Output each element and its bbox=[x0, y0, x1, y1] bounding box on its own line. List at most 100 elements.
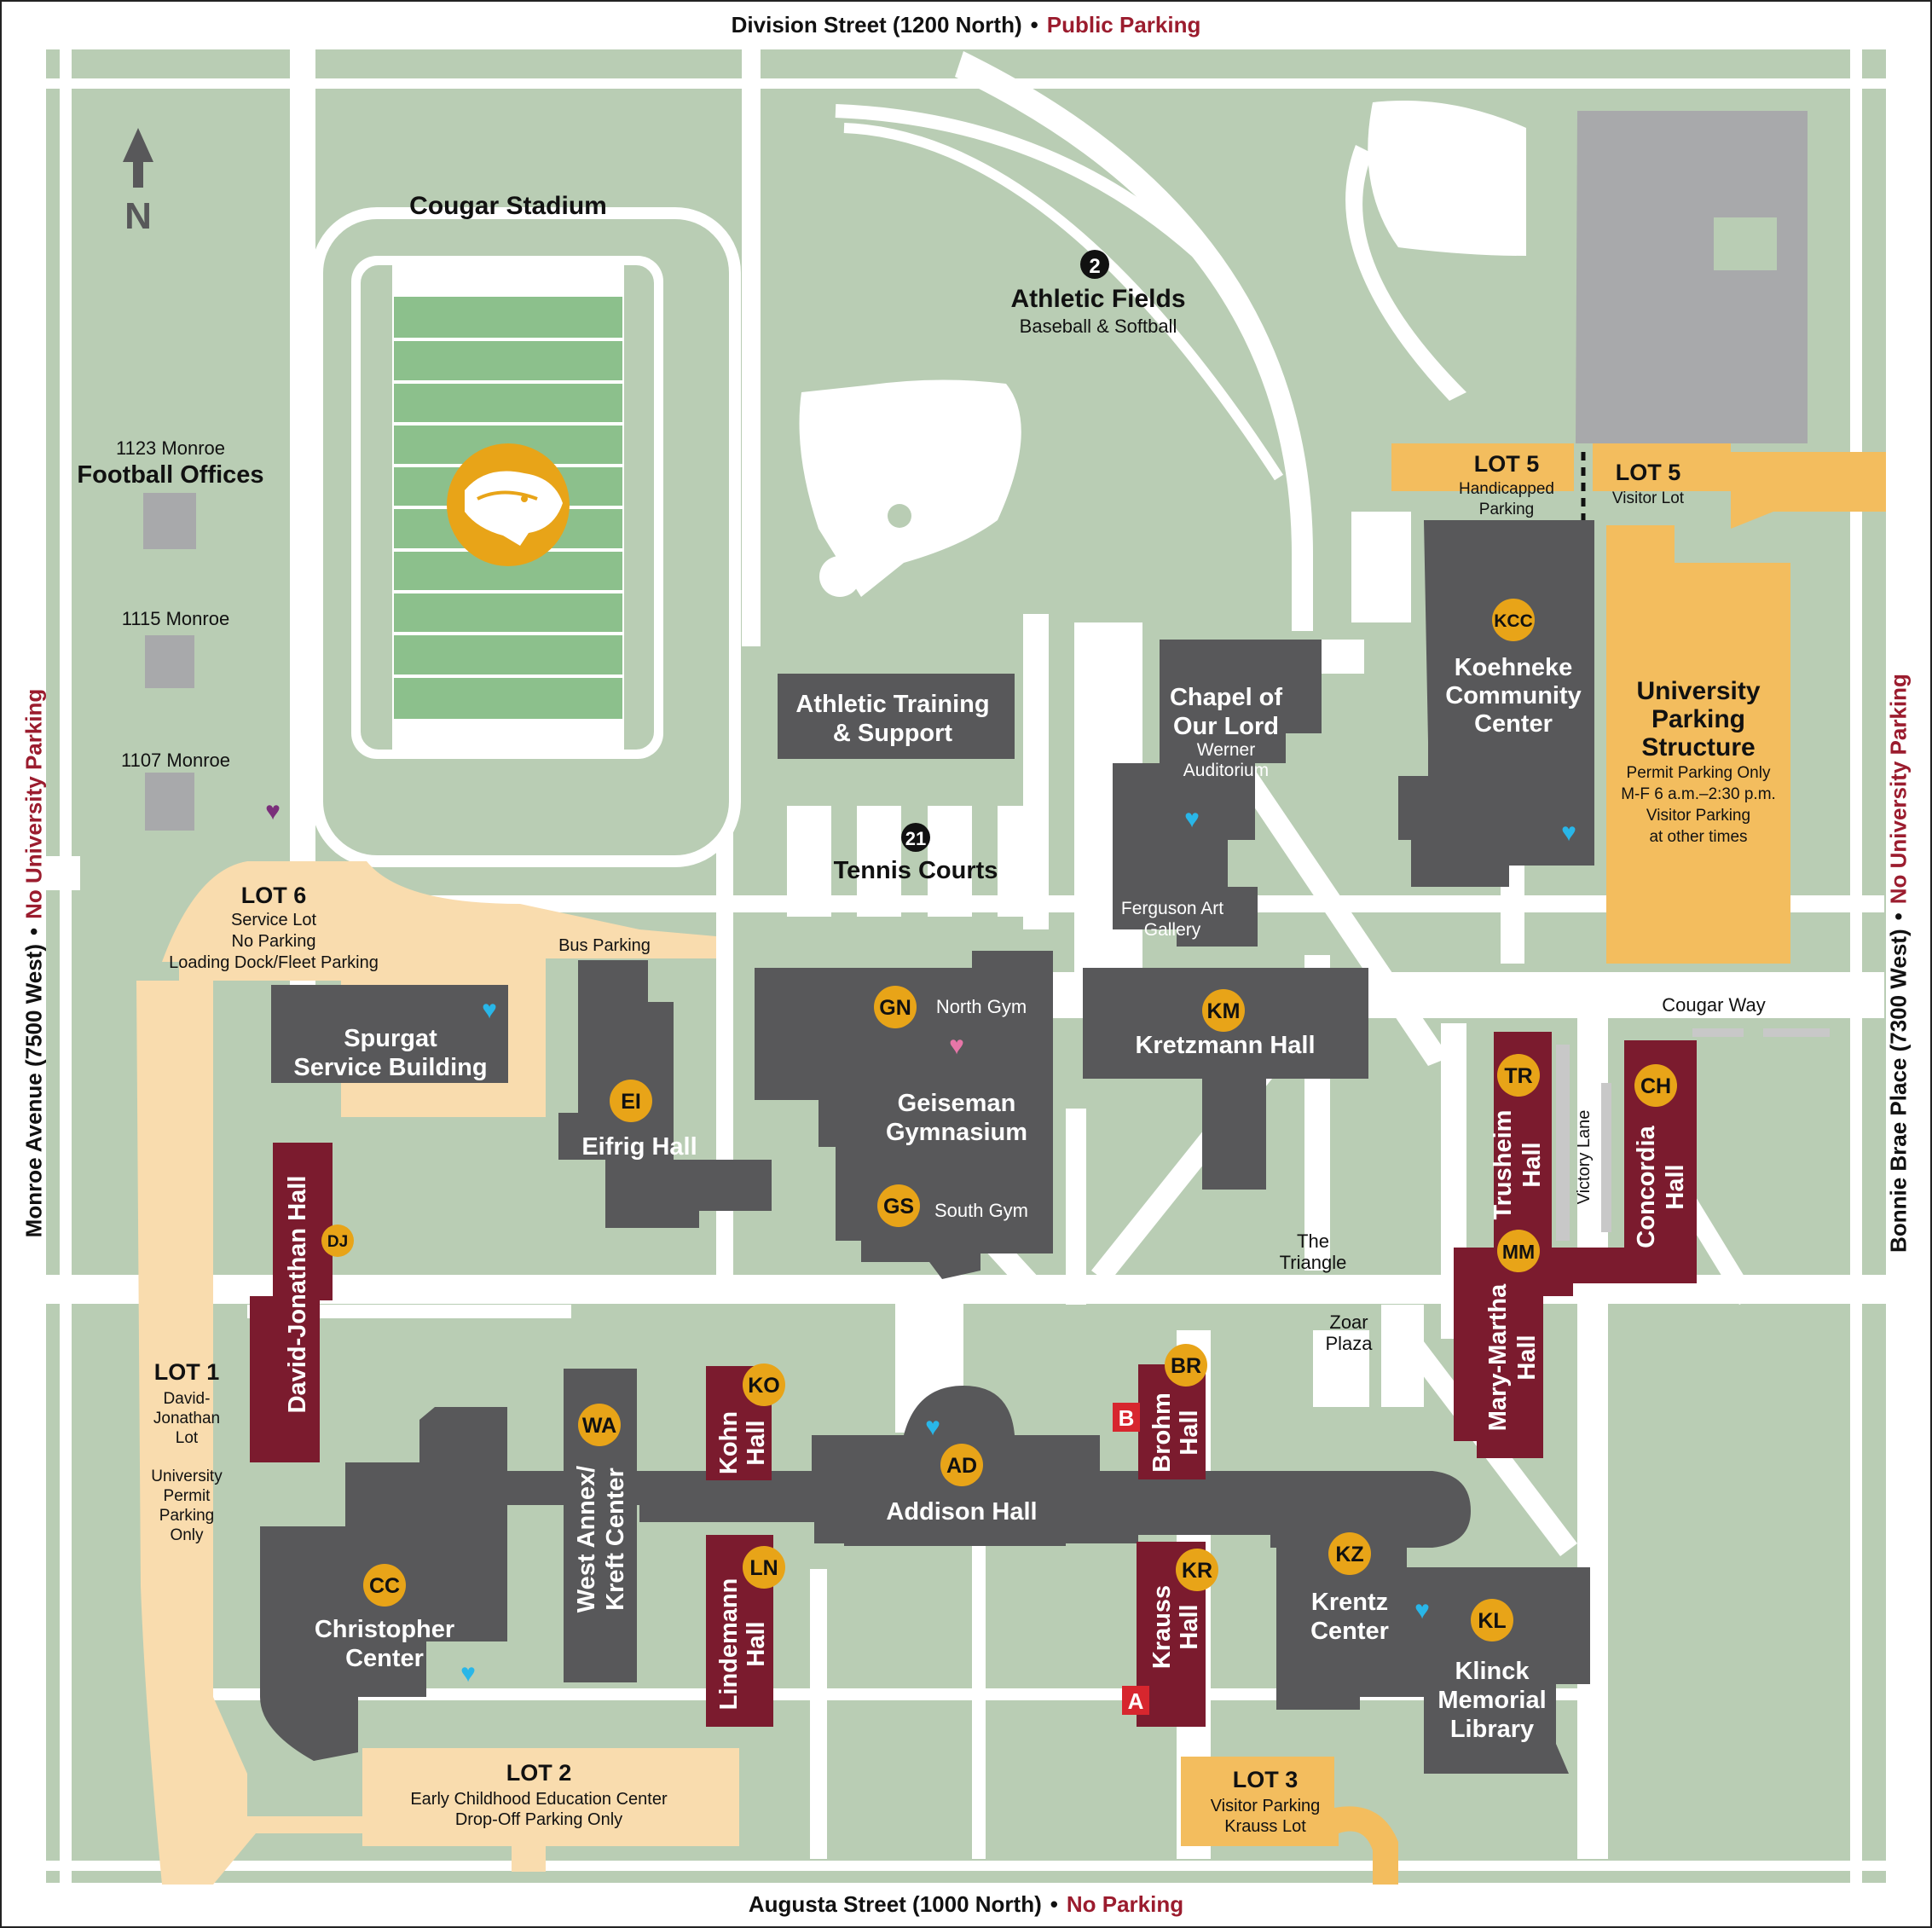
krentz-label-1: Krentz bbox=[1311, 1589, 1388, 1616]
entrance-markers: B A bbox=[1113, 1403, 1149, 1715]
lot2-title: LOT 2 bbox=[506, 1760, 572, 1786]
svg-text:AD: AD bbox=[946, 1454, 977, 1478]
lot-1 bbox=[136, 981, 546, 1885]
ups-line-3: Visitor Parking bbox=[1646, 807, 1750, 825]
ups-line-1: Permit Parking Only bbox=[1627, 764, 1771, 782]
chapel-label-3: Werner bbox=[1197, 740, 1255, 760]
labels-dark: Cougar Stadium Athletic Fields Baseball … bbox=[77, 192, 1775, 1836]
ups-title-1: University bbox=[1636, 677, 1760, 705]
north-gym-label: North Gym bbox=[936, 996, 1027, 1017]
triangle-label-1: The bbox=[1297, 1230, 1329, 1252]
svg-text:♥: ♥ bbox=[1184, 805, 1200, 833]
cougar-way-label: Cougar Way bbox=[1662, 994, 1765, 1016]
lot1-line6: Parking bbox=[159, 1507, 214, 1525]
svg-text:♥: ♥ bbox=[949, 1032, 964, 1060]
svg-text:♥: ♥ bbox=[1414, 1596, 1430, 1624]
parking-garage-north bbox=[1576, 111, 1808, 443]
street-east-name: Bonnie Brae Place (7300 West) bbox=[1885, 929, 1912, 1253]
svg-text:A: A bbox=[1128, 1688, 1144, 1714]
krauss-label-2: Hall bbox=[1176, 1604, 1203, 1649]
street-west: Monroe Avenue (7500 West)•No University … bbox=[21, 367, 48, 1560]
tennis-courts bbox=[787, 806, 1042, 917]
lot3-title: LOT 3 bbox=[1233, 1767, 1299, 1792]
krentz-label-2: Center bbox=[1310, 1618, 1389, 1645]
cougar-stadium bbox=[311, 207, 741, 867]
victory-lane-label: Victory Lane bbox=[1575, 1110, 1594, 1205]
street-north: Division Street (1200 North)•Public Park… bbox=[0, 12, 1932, 38]
monroe-houses bbox=[143, 493, 196, 831]
koehneke-label-2: Community bbox=[1445, 682, 1582, 709]
svg-text:TR: TR bbox=[1504, 1064, 1532, 1088]
geiseman-building bbox=[755, 951, 1053, 1279]
chapel-label-4: Auditorium bbox=[1183, 761, 1269, 780]
academic-buildings bbox=[260, 520, 1594, 1774]
street-south: Augusta Street (1000 North)•No Parking bbox=[0, 1891, 1932, 1918]
david-jonathan-label: David-Jonathan Hall bbox=[284, 1176, 311, 1414]
svg-text:MM: MM bbox=[1502, 1241, 1535, 1263]
building-code-badges: KCC GN GS KM EI DJ WA CC KO LN AD BR KR … bbox=[321, 599, 1677, 1641]
heart-icon: ♥ ♥ ♥ ♥ ♥ ♥ ♥ ♥ bbox=[265, 797, 1576, 1688]
mary-martha-label-1: Mary-Martha bbox=[1484, 1283, 1512, 1431]
lot6-line2: No Parking bbox=[232, 932, 316, 951]
ups-title-3: Structure bbox=[1641, 733, 1755, 761]
athletic-fields-sub: Baseball & Softball bbox=[1020, 316, 1177, 337]
ferguson-label-1: Ferguson Art bbox=[1121, 899, 1223, 918]
west-annex-label-1: West Annex/ bbox=[573, 1466, 600, 1612]
street-south-parking: No Parking bbox=[1066, 1891, 1184, 1917]
svg-text:2: 2 bbox=[1089, 255, 1100, 278]
triangle-label-2: Triangle bbox=[1280, 1252, 1347, 1273]
trusheim-label-1: Trusheim bbox=[1489, 1110, 1517, 1220]
trusheim-label-2: Hall bbox=[1518, 1142, 1546, 1187]
svg-text:DJ: DJ bbox=[327, 1233, 348, 1251]
athletic-fields-label: Athletic Fields bbox=[1010, 285, 1185, 313]
chapel-label-2: Our Lord bbox=[1173, 713, 1279, 740]
lot1-line5: Permit bbox=[164, 1487, 211, 1505]
street-south-name: Augusta Street (1000 North) bbox=[748, 1891, 1042, 1917]
svg-text:CH: CH bbox=[1640, 1074, 1671, 1098]
lot1-line3: Lot bbox=[176, 1429, 199, 1447]
krauss-label-1: Krauss bbox=[1148, 1585, 1176, 1669]
mary-martha-building bbox=[1454, 1248, 1624, 1458]
lot5a-line1: Handicapped bbox=[1459, 480, 1554, 498]
eifrig-label: Eifrig Hall bbox=[581, 1133, 697, 1161]
south-gym-label: South Gym bbox=[934, 1200, 1028, 1221]
kohn-label-1: Kohn bbox=[715, 1411, 743, 1474]
lot2-line2: Drop-Off Parking Only bbox=[455, 1810, 622, 1829]
lot-3 bbox=[1181, 1757, 1398, 1885]
athletic-training-label-1: Athletic Training bbox=[795, 691, 989, 718]
svg-text:♥: ♥ bbox=[482, 996, 497, 1024]
lot1-title: LOT 1 bbox=[154, 1359, 220, 1385]
lot5a-line2: Parking bbox=[1479, 501, 1534, 518]
athletic-training-label-2: & Support bbox=[833, 720, 952, 747]
brohm-label-2: Hall bbox=[1176, 1410, 1203, 1455]
svg-text:BR: BR bbox=[1171, 1354, 1201, 1378]
zoar-label-1: Zoar bbox=[1329, 1311, 1368, 1333]
klinck-label-1: Klinck bbox=[1455, 1658, 1530, 1685]
lot5b-line1: Visitor Lot bbox=[1612, 489, 1685, 507]
krentz-building bbox=[1276, 1530, 1590, 1774]
koehneke-building bbox=[1398, 520, 1594, 887]
lot6-line1: Service Lot bbox=[231, 911, 316, 929]
svg-text:♥: ♥ bbox=[265, 797, 281, 825]
svg-text:CC: CC bbox=[369, 1574, 400, 1598]
lot5a-title: LOT 5 bbox=[1474, 451, 1540, 477]
lot-2 bbox=[362, 1748, 739, 1846]
christopher-label-1: Christopher bbox=[315, 1616, 454, 1643]
lot1-line4: University bbox=[151, 1468, 223, 1485]
brohm-building bbox=[1138, 1364, 1206, 1479]
lindemann-label-1: Lindemann bbox=[715, 1578, 743, 1711]
kretzmann-label: Kretzmann Hall bbox=[1135, 1032, 1315, 1059]
svg-text:LN: LN bbox=[749, 1556, 778, 1580]
klinck-label-2: Memorial bbox=[1437, 1687, 1546, 1714]
mary-martha-label-2: Hall bbox=[1513, 1335, 1541, 1380]
svg-text:KCC: KCC bbox=[1494, 611, 1533, 631]
svg-text:GN: GN bbox=[879, 996, 911, 1020]
geiseman-label-1: Geiseman bbox=[898, 1090, 1016, 1117]
lot-5-handicapped bbox=[1391, 443, 1574, 491]
athletic-training-building bbox=[778, 674, 1015, 759]
koehneke-label-1: Koehneke bbox=[1455, 654, 1573, 681]
kohn-label-2: Hall bbox=[743, 1420, 770, 1465]
cougar-logo-icon bbox=[447, 443, 570, 566]
svg-text:♥: ♥ bbox=[460, 1659, 476, 1688]
